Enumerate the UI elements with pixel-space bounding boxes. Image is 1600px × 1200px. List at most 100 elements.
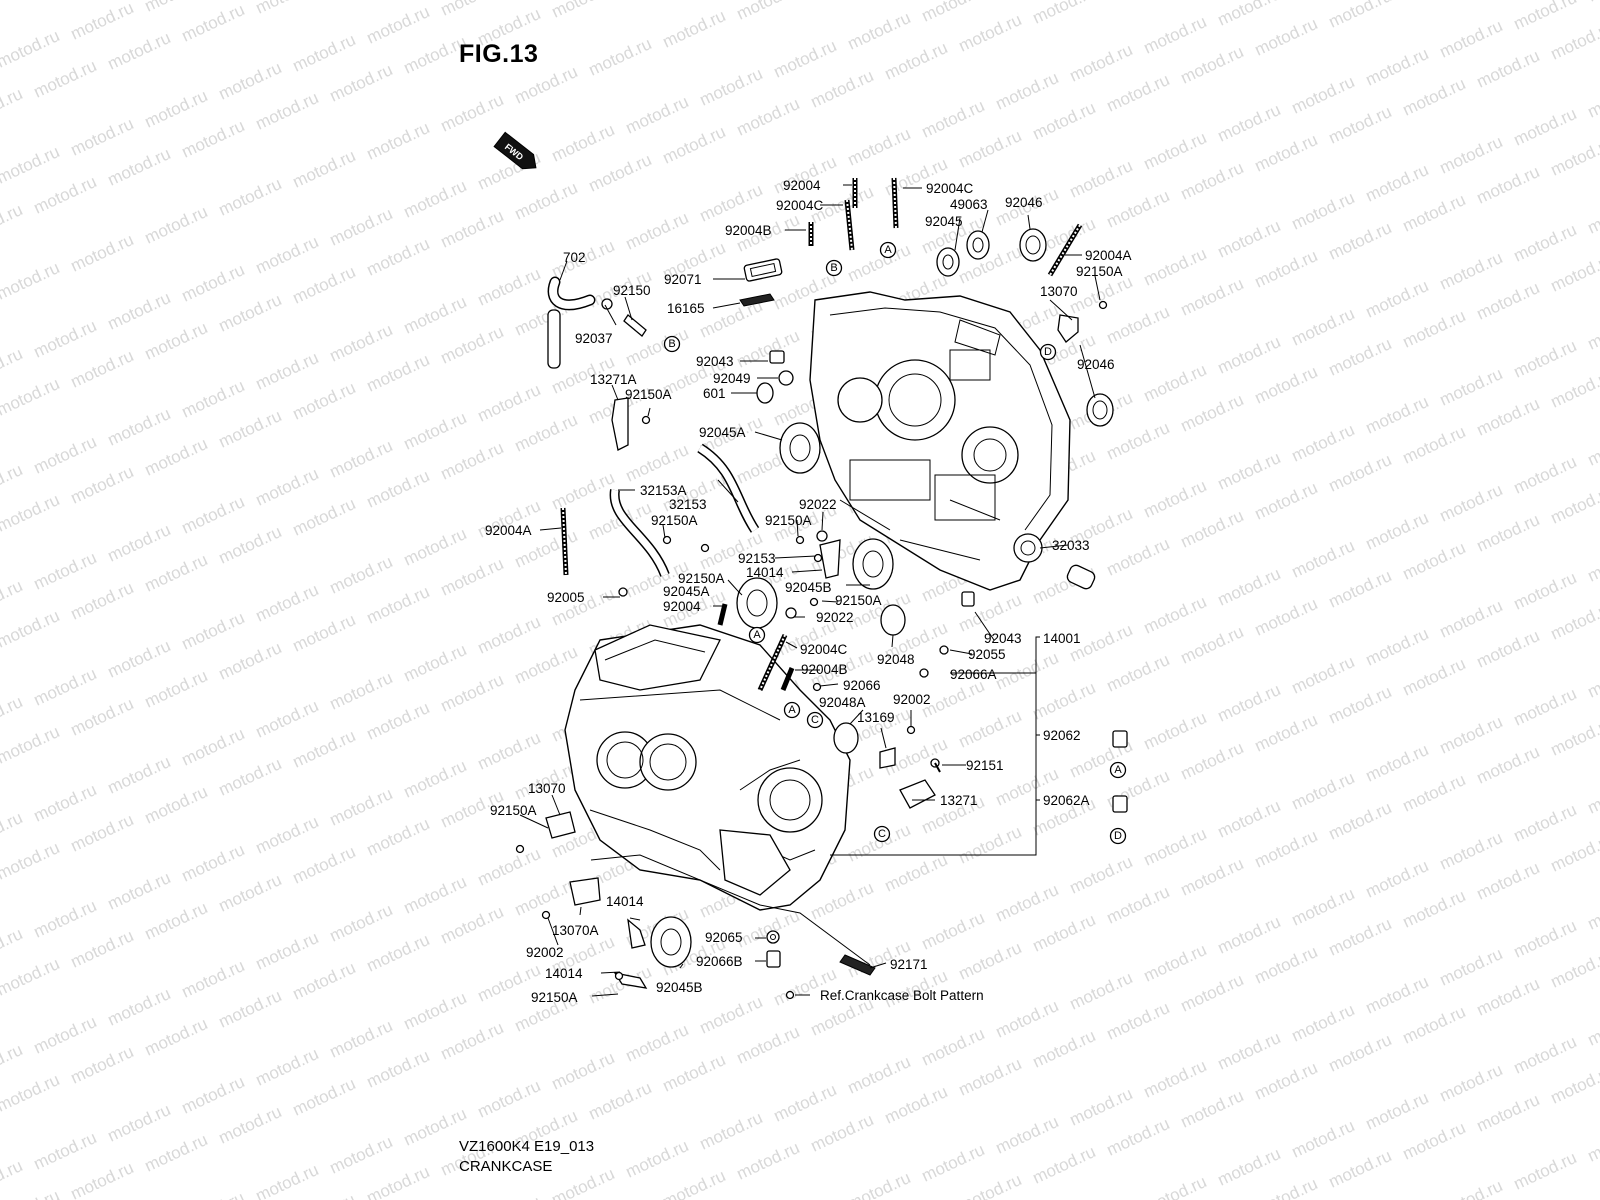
bracket-13271 <box>899 779 936 809</box>
bracket-13070-left <box>545 811 576 839</box>
part-label: 92022 <box>799 497 837 512</box>
part-label: 92171 <box>890 957 928 972</box>
leader-lines <box>519 184 1101 997</box>
part-label: 92150A <box>835 593 882 608</box>
bracket-13169 <box>879 747 896 769</box>
svg-text:C: C <box>878 828 886 840</box>
callout-b-fitting: B <box>663 335 681 353</box>
part-label: 13070 <box>528 781 566 796</box>
part-label: 14014 <box>545 966 583 981</box>
stud-92004c-lower <box>757 633 788 692</box>
bearing-92045-top <box>936 247 960 277</box>
washer-92065 <box>766 930 780 944</box>
part-label: 92046 <box>1077 357 1115 372</box>
part-label: 92150 <box>613 283 651 298</box>
part-label: 92004C <box>800 642 848 657</box>
part-label: 92065 <box>705 930 743 945</box>
plug-92066b <box>766 950 781 968</box>
part-label: 92004C <box>776 198 824 213</box>
part-label: 92037 <box>575 331 613 346</box>
callout-a-mid: A <box>748 626 766 644</box>
svg-text:D: D <box>1114 830 1122 842</box>
bracket-13271a <box>611 397 629 451</box>
part-label: 32153 <box>669 497 707 512</box>
part-label: 92150A <box>1076 264 1123 279</box>
svg-text:D: D <box>1044 346 1052 358</box>
part-label: 92004A <box>1085 248 1132 263</box>
clip-92171 <box>839 954 876 976</box>
part-label: 92150A <box>678 571 725 586</box>
small-bolts <box>515 300 1108 1000</box>
svg-text:A: A <box>788 704 796 716</box>
svg-text:A: A <box>753 629 761 641</box>
callout-c-lower: C <box>806 711 824 729</box>
bearing-92045b-bottom <box>650 916 692 968</box>
bearing-92045a-lower <box>736 577 778 629</box>
part-label: 32153A <box>640 483 687 498</box>
part-label: 13271A <box>590 372 637 387</box>
stud-92004a-right <box>1047 223 1083 277</box>
callout-a-lower: A <box>783 701 801 719</box>
part-label: 92045A <box>663 584 710 599</box>
part-label: 13070A <box>552 923 599 938</box>
washer-92022-lower <box>785 607 797 619</box>
bearing-49063 <box>966 230 990 260</box>
part-label: 92045B <box>785 580 832 595</box>
part-label: 92062A <box>1043 793 1090 808</box>
part-label: 92150A <box>651 513 698 528</box>
part-label: 49063 <box>950 197 988 212</box>
part-label: 92066B <box>696 954 743 969</box>
part-label: 13169 <box>857 710 895 725</box>
part-label: 13271 <box>940 793 978 808</box>
bearing-92046-top <box>1019 228 1047 262</box>
bracket-13070-top <box>1057 314 1079 343</box>
part-label: 92004 <box>783 178 821 193</box>
part-label: 92062 <box>1043 728 1081 743</box>
part-label: 92046 <box>1005 195 1043 210</box>
stud-bolts <box>560 177 1083 692</box>
part-label: 92002 <box>526 945 564 960</box>
callout-b-top: B <box>825 259 843 277</box>
part-label: 92043 <box>696 354 734 369</box>
callout-d-right: D <box>1039 343 1057 361</box>
part-label: 92150A <box>625 387 672 402</box>
tube-32033 <box>1066 564 1096 590</box>
part-label: 32033 <box>1052 538 1090 553</box>
oil-pipe-32153a <box>609 489 670 577</box>
ring-92049 <box>778 370 794 386</box>
bolt-pattern-reference: Ref.Crankcase Bolt Pattern <box>820 988 984 1003</box>
part-label: 92045 <box>925 214 963 229</box>
part-label: 92002 <box>893 692 931 707</box>
part-label: 601 <box>703 386 726 401</box>
breather-hose-702 <box>547 276 596 369</box>
part-label: 92150A <box>765 513 812 528</box>
part-label: 92043 <box>984 631 1022 646</box>
dowel-92043-top <box>769 350 785 364</box>
plate-13070a <box>569 877 601 906</box>
gasket-16165 <box>739 293 775 307</box>
part-label: 702 <box>563 250 586 265</box>
stud-92004b-lower <box>780 667 795 691</box>
part-label: 92055 <box>968 647 1006 662</box>
part-label: 92066 <box>843 678 881 693</box>
stopper-14014-lower <box>627 918 646 949</box>
stud-92004c-mid <box>844 199 855 251</box>
part-label: 92150A <box>490 803 537 818</box>
svg-text:B: B <box>668 338 675 350</box>
bearing-92046-right <box>1086 393 1114 427</box>
part-label: 92066A <box>950 667 997 682</box>
lower-crankcase-drawing <box>564 624 851 911</box>
part-label: 92045A <box>699 425 746 440</box>
callout-d-plug: D <box>1109 827 1127 845</box>
svg-text:B: B <box>830 262 837 274</box>
callout-markers: A B B D A A C C A D <box>663 241 1127 845</box>
part-label: 92004A <box>485 523 532 538</box>
part-number-labels: 92004 92004C 92004C 92004B 49063 92046 9… <box>485 178 1132 1005</box>
diagram-code: VZ1600K4 E19_013 <box>459 1138 595 1155</box>
part-label: 92004B <box>725 223 772 238</box>
washer-92022-upper <box>816 530 828 542</box>
svg-text:A: A <box>884 244 892 256</box>
bearings <box>650 228 1114 968</box>
part-label: 92004C <box>926 181 974 196</box>
fwd-direction-badge: FWD <box>493 131 537 170</box>
